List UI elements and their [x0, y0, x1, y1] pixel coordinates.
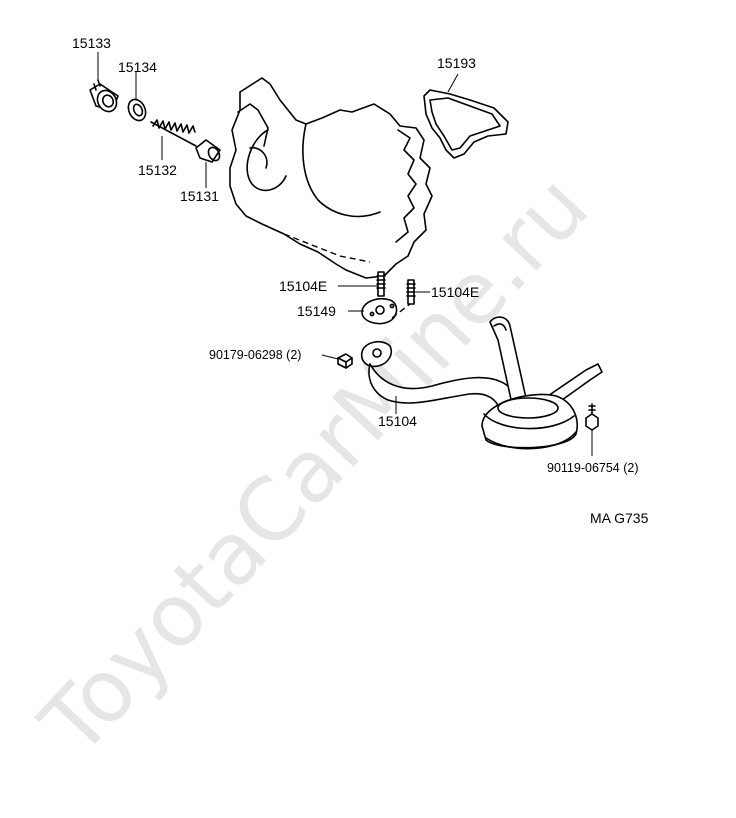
nut-90179[interactable]	[337, 353, 353, 369]
oil-strainer-15104[interactable]	[360, 316, 603, 450]
plug-15133[interactable]	[89, 79, 120, 115]
label-15104e-left: 15104E	[279, 278, 327, 294]
diagram-code: MA G735	[590, 510, 649, 526]
label-15104: 15104	[378, 413, 417, 429]
spring-15132[interactable]	[150, 119, 197, 147]
gasket-15193[interactable]	[423, 89, 509, 159]
valve-15131[interactable]	[195, 139, 222, 163]
label-90119: 90119-06754 (2)	[547, 461, 639, 475]
stud-15104e-left[interactable]	[376, 271, 386, 297]
leader-lines	[97, 52, 593, 456]
gasket-15149[interactable]	[361, 297, 411, 325]
label-15104e-right: 15104E	[431, 284, 479, 300]
label-15134: 15134	[118, 59, 157, 75]
bolt-90119[interactable]	[585, 403, 599, 431]
label-15149: 15149	[297, 303, 336, 319]
case-housing	[229, 77, 433, 279]
label-90179: 90179-06298 (2)	[209, 348, 301, 362]
gasket-15134[interactable]	[125, 97, 149, 124]
label-15132: 15132	[138, 162, 177, 178]
stud-15104e-right[interactable]	[406, 279, 416, 305]
label-15193: 15193	[437, 55, 476, 71]
label-15133: 15133	[72, 35, 111, 51]
label-15131: 15131	[180, 188, 219, 204]
watermark: ToyotaCarMine.ru	[22, 157, 608, 775]
